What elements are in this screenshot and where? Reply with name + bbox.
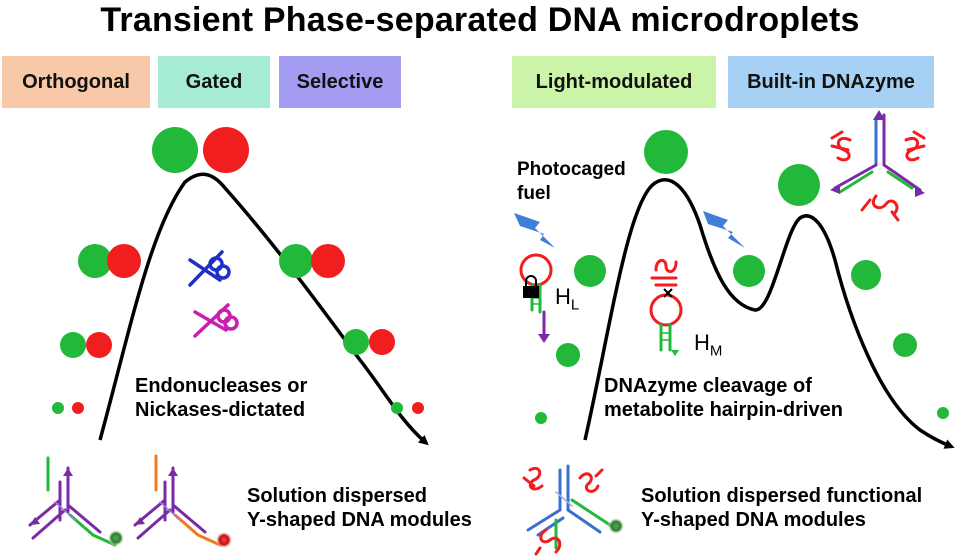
right-curve-label-line-2: metabolite hairpin-driven (604, 399, 843, 421)
y-module-green-icon (28, 456, 124, 547)
hairpin-m-icon (649, 259, 683, 356)
tag-light-modulated: Light-modulated (512, 56, 716, 108)
cleavage-mark-icon (663, 288, 673, 298)
droplet-red-small-right (412, 402, 424, 414)
droplet-green-right-small-b (937, 407, 949, 419)
right-curve-label-line-1: DNAzyme cleavage of (604, 375, 812, 397)
tag-light-modulated-label: Light-modulated (535, 71, 693, 93)
photocaged-fuel-label: Photocaged fuel (517, 158, 626, 206)
tag-orthogonal-label: Orthogonal (22, 71, 130, 93)
right-module-label-line-1: Solution dispersed functional (641, 485, 923, 507)
droplet-red-top-left (203, 127, 249, 173)
scissors-magenta-icon (193, 303, 239, 338)
right-module-label: Solution dispersed functional Y-shaped D… (641, 484, 922, 532)
tag-built-in-dnazyme: Built-in DNAzyme (728, 56, 934, 108)
tag-orthogonal: Orthogonal (2, 56, 150, 108)
droplet-green-mid-left-b (60, 332, 86, 358)
droplet-green-right-peak1 (644, 130, 688, 174)
hairpin-l-sub: L (570, 296, 580, 314)
y-module-orange-icon (133, 454, 232, 548)
hairpin-m-label: HM (694, 330, 722, 359)
droplet-green-right-low-b (893, 333, 917, 357)
droplet-green-small-left (52, 402, 64, 414)
tag-gated: Gated (158, 56, 270, 108)
droplet-red-small-left (72, 402, 84, 414)
right-module-label-line-2: Y-shaped DNA modules (641, 509, 866, 531)
left-curve-label-line-1: Endonucleases or (135, 375, 308, 397)
right-curve-label: DNAzyme cleavage of metabolite hairpin-d… (604, 374, 843, 422)
droplet-green-small-right (391, 402, 403, 414)
left-module-label: Solution dispersed Y-shaped DNA modules (247, 484, 472, 532)
lightning-icon (514, 213, 555, 248)
tag-built-in-dnazyme-label: Built-in DNAzyme (747, 71, 915, 93)
droplet-red-mid-left-b (86, 332, 112, 358)
hairpin-m-sub: M (709, 342, 723, 360)
lock-icon (523, 275, 539, 298)
droplet-red-mid-right-b (369, 329, 395, 355)
left-module-label-line-1: Solution dispersed (247, 485, 428, 507)
droplet-red-mid-right-a (311, 244, 345, 278)
scissors-blue-icon (188, 250, 231, 287)
y-module-dnazyme-top-icon (830, 110, 926, 222)
photocaged-fuel-line-1: Photocaged (517, 159, 626, 180)
droplet-green-right-small-a (535, 412, 547, 424)
y-module-dnazyme-bottom-icon (522, 464, 624, 556)
tag-selective-label: Selective (296, 71, 384, 93)
droplet-green-mid-right-b (343, 329, 369, 355)
droplet-green-right-low-a (556, 343, 580, 367)
droplet-green-mid-right-a (279, 244, 313, 278)
hairpin-l-label: HL (555, 284, 579, 313)
droplet-green-right-peak2 (778, 164, 820, 206)
figure-title: Transient Phase-separated DNA microdropl… (100, 1, 860, 39)
tag-selective: Selective (279, 56, 401, 108)
lightning-icon-2 (703, 211, 745, 248)
hairpin-l-main: H (555, 284, 571, 309)
droplet-green-right-mid-b (851, 260, 881, 290)
left-curve-label-line-2: Nickases-dictated (135, 399, 306, 421)
left-energy-curve (98, 172, 429, 446)
droplet-red-mid-left-a (107, 244, 141, 278)
tag-gated-label: Gated (185, 71, 243, 93)
right-energy-curve (583, 178, 955, 449)
droplet-green-top-left (152, 127, 198, 173)
left-curve-label: Endonucleases or Nickases-dictated (135, 374, 307, 422)
left-module-label-line-2: Y-shaped DNA modules (247, 509, 472, 531)
droplet-green-right-valley (733, 255, 765, 287)
droplet-green-right-mid-a (574, 255, 606, 287)
photocaged-fuel-line-2: fuel (517, 183, 551, 204)
hairpin-l-icon (519, 253, 553, 343)
hairpin-m-main: H (694, 330, 710, 355)
droplet-green-mid-left-a (78, 244, 112, 278)
